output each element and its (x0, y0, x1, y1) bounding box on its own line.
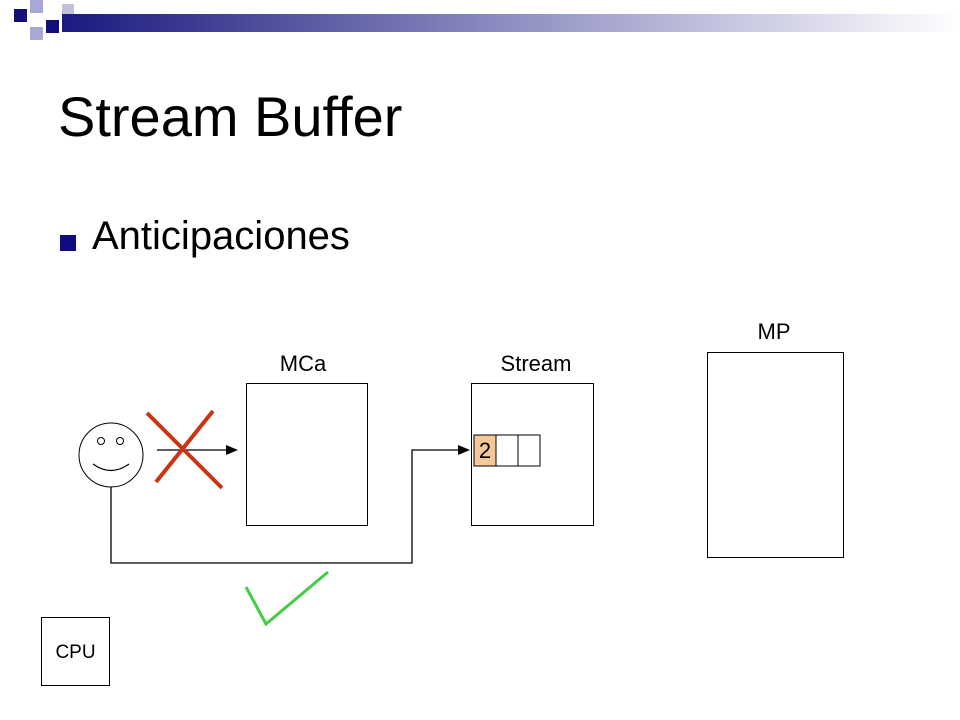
checkmark-icon (244, 570, 329, 627)
mca-box (246, 383, 368, 526)
header-square-navy (14, 9, 27, 22)
mca-label: MCa (279, 351, 327, 376)
stream-box (471, 383, 594, 526)
slide-title: Stream Buffer (58, 85, 403, 148)
header-square-light-3 (62, 4, 74, 14)
cross-icon (145, 409, 224, 490)
smiley-face-icon (78, 422, 144, 488)
header-square-light-2 (30, 27, 43, 40)
header-square-navy-2 (46, 20, 59, 33)
header-gradient-bar (62, 14, 960, 32)
header-decoration (14, 0, 960, 40)
cpu-box: CPU (41, 617, 110, 686)
stream-buffer-entry-value: 2 (478, 438, 492, 463)
bullet-icon (60, 235, 76, 251)
bullet-text: Anticipaciones (92, 214, 350, 258)
stream-label: Stream (500, 351, 572, 376)
cpu-label: CPU (55, 642, 96, 663)
mp-label: MP (757, 319, 791, 344)
mp-box (707, 352, 844, 558)
arrow-to-mca (157, 445, 238, 455)
stream-buffer-slot-3 (517, 434, 541, 467)
arrow-to-stream (110, 445, 470, 564)
stream-buffer-queue (473, 434, 541, 467)
header-square-light (30, 0, 43, 13)
